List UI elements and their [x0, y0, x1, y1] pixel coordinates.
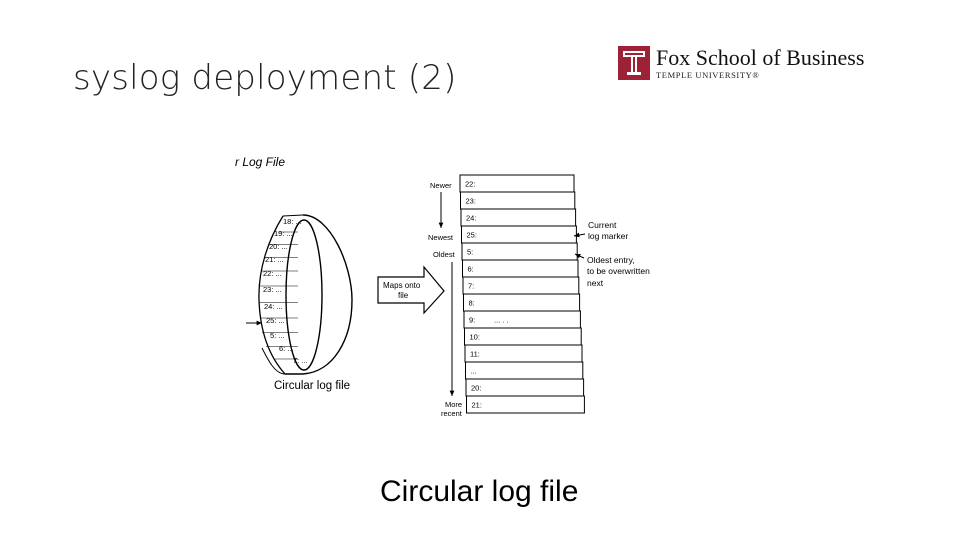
- file-row-label: 22:: [465, 180, 475, 189]
- label-current-1: Current: [588, 220, 617, 230]
- ring-entry: 19: ...: [274, 229, 293, 238]
- row-ellipsis: ... . .: [494, 316, 509, 325]
- label-newer: Newer: [430, 181, 452, 190]
- file-row: [460, 175, 574, 192]
- maps-onto-arrow: Maps onto file: [378, 267, 444, 313]
- figure-header: r Log File: [235, 155, 285, 169]
- file-row: [466, 379, 584, 396]
- file-row-label: ...: [471, 367, 477, 376]
- label-newest: Newest: [428, 233, 454, 242]
- ring-entry: 20: ...: [269, 242, 288, 251]
- file-row-label: 25:: [467, 231, 477, 240]
- file-row: [464, 311, 580, 328]
- file-row: [461, 192, 575, 209]
- label-oldest-entry-1: Oldest entry,: [587, 255, 635, 265]
- label-oldest-entry-2: to be overwritten: [587, 266, 650, 276]
- ring-entry: 23: ...: [263, 285, 282, 294]
- file-row: [467, 396, 585, 413]
- ring-entry: 25: ...: [266, 316, 285, 325]
- file-row: [466, 362, 583, 379]
- ring-entry: 7: ...: [293, 356, 308, 365]
- file-row-label: 10:: [470, 333, 480, 342]
- label-current-2: log marker: [588, 231, 628, 241]
- file-row: [464, 294, 580, 311]
- file-row: [461, 209, 576, 226]
- ring-entry: 5: ...: [270, 331, 285, 340]
- ring-label: Circular log file: [274, 380, 350, 392]
- file-row-label: 8:: [469, 299, 475, 308]
- ring-entry: 22: ...: [263, 269, 282, 278]
- ring-entry: 6: ...: [279, 344, 294, 353]
- maps-onto-label-2: file: [398, 291, 409, 300]
- file-row: [463, 260, 579, 277]
- file-row-label: 21:: [472, 401, 482, 410]
- file-row-label: 5:: [467, 248, 473, 257]
- log-file-stack: 22: 23: 24: 25: 5: 6: 7: 8: 9: ... . . 10: 11:... 20…: [460, 175, 584, 413]
- file-row: [462, 226, 577, 243]
- file-row-label: 20:: [471, 384, 481, 393]
- log-ring: [262, 215, 352, 374]
- file-row-label: 23:: [466, 197, 476, 206]
- ring-entries: 18: ... 19: ... 20: ... 21: ... 22: ... 23: .…: [259, 216, 308, 374]
- file-row-label: 6:: [468, 265, 474, 274]
- file-row: [465, 345, 582, 362]
- label-oldest-entry-3: next: [587, 278, 604, 288]
- slide-caption: Circular log file: [380, 475, 578, 509]
- label-more: More: [445, 400, 462, 409]
- maps-onto-label-1: Maps onto: [383, 281, 421, 290]
- label-oldest: Oldest: [433, 250, 456, 259]
- label-recent: recent: [441, 409, 463, 418]
- file-row-label: 11:: [470, 350, 480, 359]
- file-row: [465, 328, 582, 345]
- file-row-label: 9:: [469, 316, 475, 325]
- file-row: [463, 277, 579, 294]
- file-row: [462, 243, 577, 260]
- ring-entry: 18: ...: [283, 217, 302, 226]
- file-row-label: 24:: [466, 214, 476, 223]
- ring-entry: 24: ...: [264, 302, 283, 311]
- ring-entry: 21: ...: [265, 255, 284, 264]
- file-row-label: 7:: [468, 282, 474, 291]
